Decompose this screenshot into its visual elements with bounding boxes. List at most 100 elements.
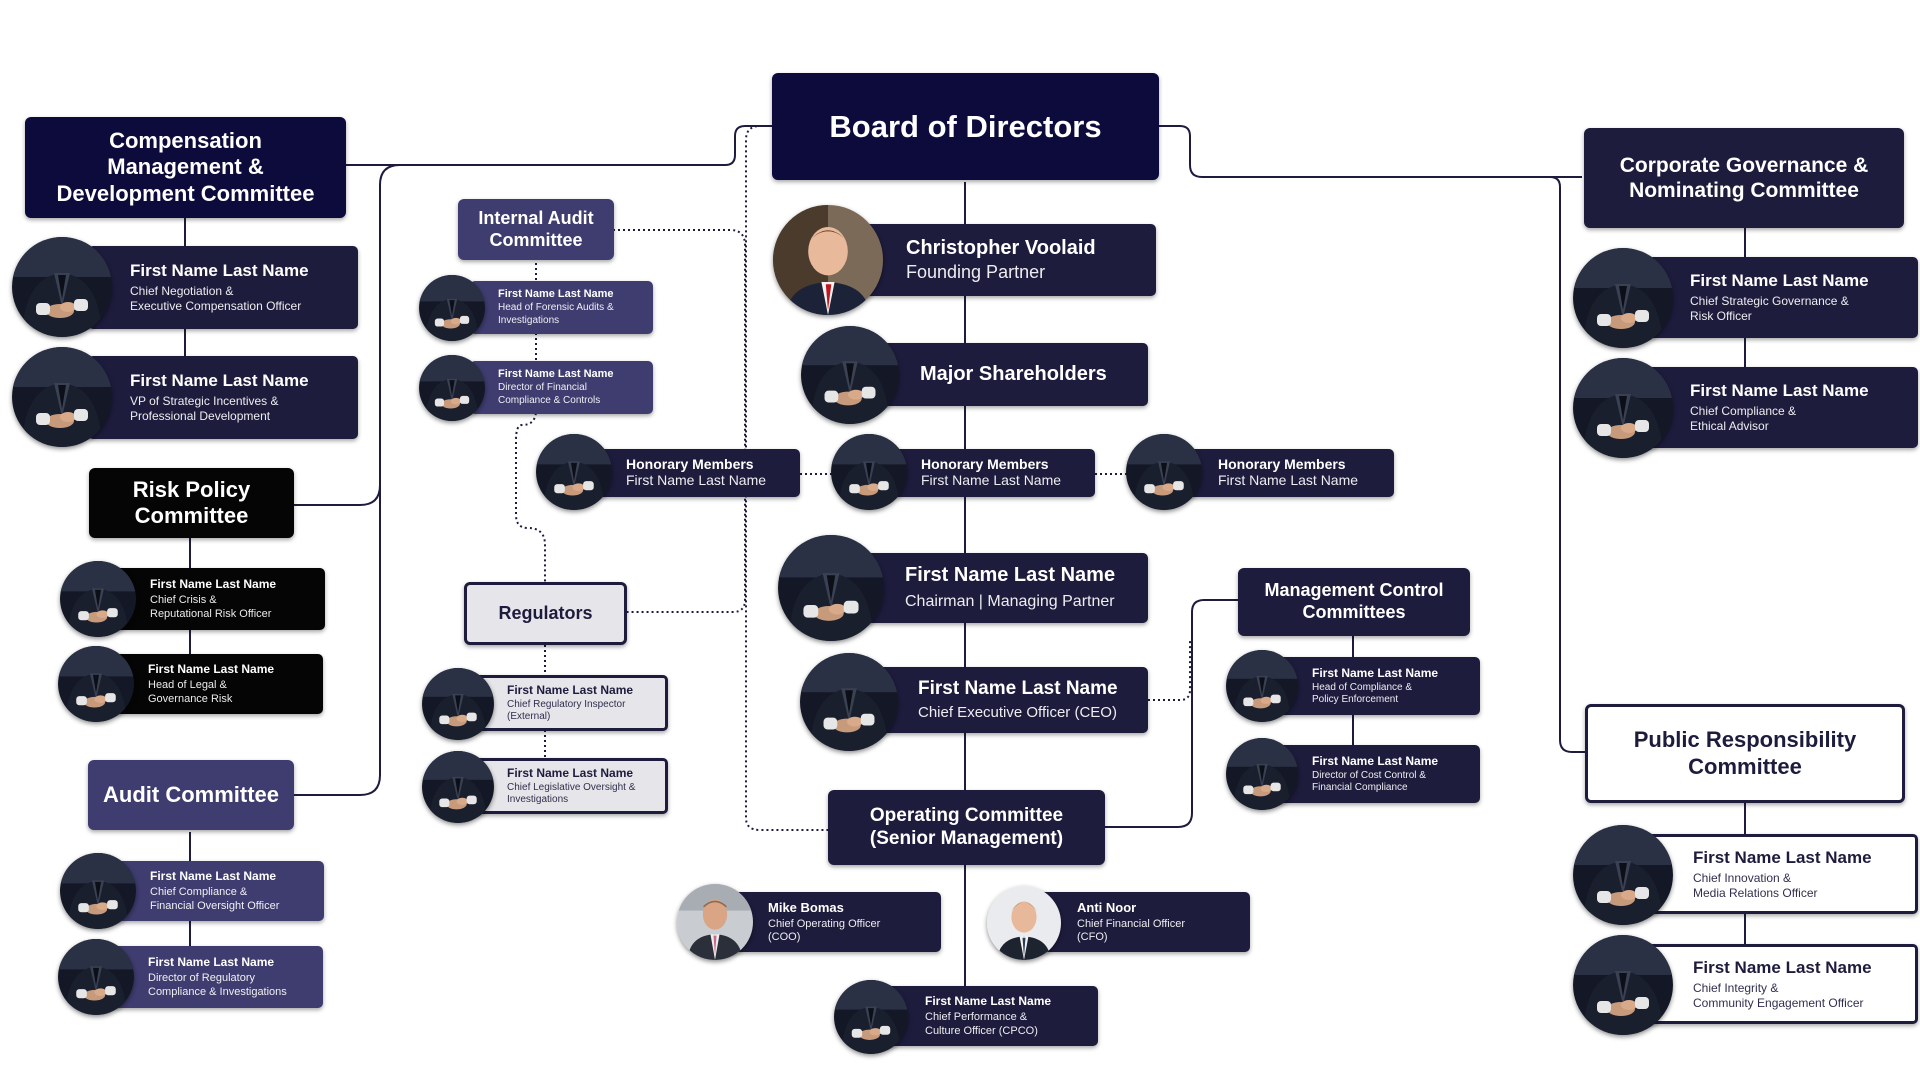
internal-audit-member-1[interactable]: First Name Last Name Head of Forensic Au…: [470, 281, 653, 334]
risk-policy-committee-box[interactable]: Risk Policy Committee: [89, 468, 294, 538]
honorary-card-right[interactable]: Honorary Members First Name Last Name: [1188, 449, 1394, 497]
ceo-role: Chief Executive Officer (CEO): [918, 703, 1117, 721]
public-member-1-avatar: [1573, 825, 1673, 925]
audit-member-2-avatar: [58, 939, 134, 1015]
internal-audit-member-2[interactable]: First Name Last Name Director of Financi…: [470, 361, 653, 414]
internal-audit-member-2-avatar: [419, 355, 485, 421]
dotted-ceo-management: [1148, 640, 1191, 701]
management-member-1[interactable]: First Name Last Name Head of Compliance …: [1272, 657, 1480, 715]
compensation-member-1[interactable]: First Name Last Name Chief Negotiation &…: [88, 246, 358, 329]
founder-role: Founding Partner: [906, 261, 1046, 282]
founder-card[interactable]: Christopher Voolaid Founding Partner: [848, 224, 1156, 296]
risk-member-1[interactable]: First Name Last Name Chief Crisis & Repu…: [113, 568, 325, 630]
management-member-2-avatar: [1226, 738, 1298, 810]
cpco-avatar: [834, 980, 908, 1054]
management-control-box[interactable]: Management Control Committees: [1238, 568, 1470, 636]
management-member-2-name: First Name Last Name: [1312, 753, 1439, 768]
cfo-avatar: [987, 886, 1061, 960]
management-member-1-name: First Name Last Name: [1312, 665, 1439, 680]
corporate-member-1-avatar: [1573, 248, 1673, 348]
regulators-title: Regulators: [498, 602, 593, 623]
management-member-1-avatar: [1226, 650, 1298, 722]
honorary-center-name: First Name Last Name: [921, 472, 1062, 489]
chairman-card[interactable]: First Name Last Name Chairman | Managing…: [863, 553, 1148, 623]
public-member-2[interactable]: First Name Last Name Chief Integrity & C…: [1648, 944, 1918, 1024]
internal-audit-member-1-role: Head of Forensic Audits & Investigations: [498, 302, 614, 326]
corporate-member-2[interactable]: First Name Last Name Chief Compliance & …: [1648, 367, 1918, 448]
public-member-1[interactable]: First Name Last Name Chief Innovation & …: [1648, 834, 1918, 914]
compensation-member-2[interactable]: First Name Last Name VP of Strategic Inc…: [88, 356, 358, 439]
honorary-card-left[interactable]: Honorary Members First Name Last Name: [598, 449, 800, 497]
management-control-title: Management Control Committees: [1264, 580, 1444, 622]
operating-title: Operating Committee (Senior Management): [869, 804, 1064, 849]
honorary-left-title: Honorary Members: [626, 456, 754, 473]
corporate-member-1-role: Chief Strategic Governance & Risk Office…: [1690, 294, 1849, 323]
regulators-box[interactable]: Regulators: [464, 582, 627, 645]
corporate-member-2-avatar: [1573, 358, 1673, 458]
management-member-1-role: Head of Compliance & Policy Enforcement: [1312, 681, 1413, 705]
risk-member-2-role: Head of Legal & Governance Risk: [148, 679, 233, 705]
chairman-role: Chairman | Managing Partner: [905, 593, 1115, 611]
cfo-card[interactable]: Anti Noor Chief Financial Officer (CFO): [1032, 892, 1250, 952]
board-of-directors-box[interactable]: Board of Directors: [772, 73, 1159, 180]
regulators-member-1[interactable]: First Name Last Name Chief Regulatory In…: [472, 675, 668, 731]
chairman-name: First Name Last Name: [905, 564, 1116, 587]
internal-audit-member-2-role: Director of Financial Compliance & Contr…: [498, 382, 601, 406]
corporate-governance-box[interactable]: Corporate Governance & Nominating Commit…: [1584, 128, 1904, 228]
coo-role: Chief Operating Officer (COO): [768, 917, 881, 943]
dotted-internal-regulators: [515, 258, 546, 585]
cfo-role: Chief Financial Officer (CFO): [1077, 917, 1186, 943]
audit-member-1-avatar: [60, 853, 136, 929]
board-title: Board of Directors: [829, 108, 1102, 144]
dotted-internal-audit: [613, 229, 746, 613]
shareholders-title: Major Shareholders: [920, 363, 1107, 385]
compensation-member-1-name: First Name Last Name: [130, 261, 309, 281]
audit-committee-box[interactable]: Audit Committee: [88, 760, 294, 830]
regulators-member-1-avatar: [422, 668, 494, 740]
risk-member-2[interactable]: First Name Last Name Head of Legal & Gov…: [113, 654, 323, 714]
regulators-member-2-role: Chief Legislative Oversight & Investigat…: [507, 781, 636, 805]
corporate-member-1-name: First Name Last Name: [1690, 271, 1869, 291]
risk-member-2-avatar: [58, 646, 134, 722]
corporate-member-1[interactable]: First Name Last Name Chief Strategic Gov…: [1648, 257, 1918, 338]
cpco-card[interactable]: First Name Last Name Chief Performance &…: [880, 986, 1098, 1046]
operating-committee-box[interactable]: Operating Committee (Senior Management): [828, 790, 1105, 865]
coo-avatar: [677, 884, 753, 960]
honorary-right-name: First Name Last Name: [1218, 472, 1359, 489]
corporate-member-2-role: Chief Compliance & Ethical Advisor: [1690, 404, 1797, 433]
internal-audit-title: Internal Audit Committee: [478, 207, 594, 250]
chairman-avatar: [778, 535, 884, 641]
line-board-corporate: [1159, 125, 1582, 178]
founder-name: Christopher Voolaid: [906, 236, 1096, 259]
cpco-role: Chief Performance & Culture Officer (CPC…: [925, 1011, 1038, 1037]
management-member-2[interactable]: First Name Last Name Director of Cost Co…: [1272, 745, 1480, 803]
major-shareholders-card[interactable]: Major Shareholders: [870, 343, 1148, 406]
regulators-member-2[interactable]: First Name Last Name Chief Legislative O…: [472, 758, 668, 814]
internal-audit-member-1-avatar: [419, 275, 485, 341]
honorary-right-title: Honorary Members: [1218, 456, 1346, 473]
internal-audit-member-2-name: First Name Last Name: [498, 368, 614, 381]
line-ops-management: [1105, 599, 1238, 828]
management-member-2-role: Director of Cost Control & Financial Com…: [1312, 769, 1426, 793]
audit-title: Audit Committee: [103, 781, 279, 807]
public-member-1-name: First Name Last Name: [1693, 847, 1872, 867]
line-board-compensation: [346, 125, 772, 166]
audit-member-1[interactable]: First Name Last Name Chief Compliance & …: [113, 861, 324, 921]
honorary-left-avatar: [536, 434, 612, 510]
compensation-committee-box[interactable]: Compensation Management & Development Co…: [25, 117, 346, 218]
regulators-member-2-name: First Name Last Name: [507, 765, 634, 780]
public-responsibility-box[interactable]: Public Responsibility Committee: [1585, 704, 1905, 803]
risk-member-1-role: Chief Crisis & Reputational Risk Officer: [150, 594, 272, 620]
audit-member-1-name: First Name Last Name: [150, 869, 277, 884]
public-member-2-avatar: [1573, 935, 1673, 1035]
coo-card[interactable]: Mike Bomas Chief Operating Officer (COO): [720, 892, 941, 952]
ceo-card[interactable]: First Name Last Name Chief Executive Off…: [873, 667, 1148, 733]
regulators-member-2-avatar: [422, 751, 494, 823]
honorary-card-center[interactable]: Honorary Members First Name Last Name: [893, 449, 1095, 497]
founder-avatar: [773, 205, 883, 315]
honorary-right-avatar: [1126, 434, 1202, 510]
ceo-name: First Name Last Name: [918, 677, 1118, 699]
compensation-member-1-avatar: [12, 237, 112, 337]
audit-member-2[interactable]: First Name Last Name Director of Regulat…: [113, 946, 323, 1008]
internal-audit-committee-box[interactable]: Internal Audit Committee: [458, 199, 614, 260]
